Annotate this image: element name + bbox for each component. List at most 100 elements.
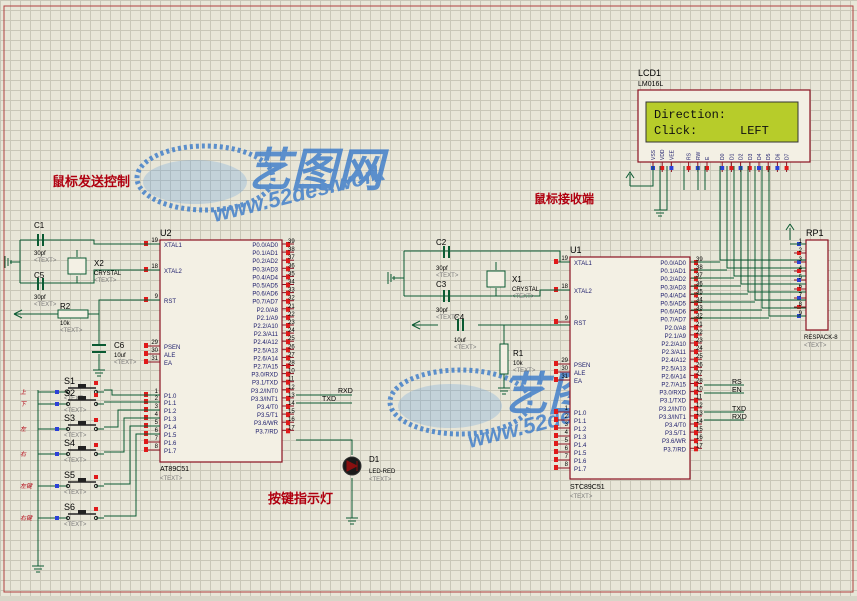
c1-capacitor[interactable]: C1 30pf <TEXT> [34, 221, 57, 264]
c4-capacitor[interactable]: C4 10uf <TEXT> [454, 313, 477, 351]
rp1-pin-1[interactable]: 1 [794, 239, 806, 246]
rp1-pin-7[interactable]: 7 [794, 293, 806, 300]
lcd1-pin-rs[interactable]: RS [686, 152, 693, 172]
r1-resistor[interactable]: R1 10k <TEXT> [499, 343, 536, 375]
r2-resistor[interactable]: R2 10k <TEXT> [57, 302, 89, 334]
d1-led[interactable]: D1 LED-RED <TEXT> [342, 455, 396, 483]
rp1-pin-9[interactable]: 9 [794, 311, 806, 318]
u1-pin-3[interactable]: 3P1.2 [554, 422, 587, 433]
lcd1-pin-vdd[interactable]: VDD [660, 149, 666, 172]
switch-s1[interactable]: S1<TEXT>上 [20, 376, 104, 402]
lcd1-pin-d2[interactable]: D2 [738, 153, 745, 172]
switch-s6[interactable]: S6<TEXT>右键 [20, 502, 104, 528]
lcd1-pin-vss[interactable]: VSS [651, 149, 657, 172]
x1-crystal[interactable]: X1 CRYSTAL <TEXT> [486, 270, 540, 300]
rp1-pin-8[interactable]: 8 [794, 302, 806, 309]
c3-capacitor[interactable]: C3 30pf <TEXT> [436, 280, 459, 321]
c2-capacitor[interactable]: C2 30pf <TEXT> [436, 238, 459, 279]
rp1-pin-6[interactable]: 6 [794, 284, 806, 291]
rp1-pin-2[interactable]: 2 [794, 248, 806, 255]
lcd1-pin-d6[interactable]: D6 [775, 153, 781, 172]
u1-pin-2[interactable]: 2P1.1 [554, 414, 587, 425]
u1-pin-4[interactable]: 4P1.3 [554, 430, 587, 441]
lcd1-pin-d4[interactable]: D4 [757, 153, 763, 172]
switch-s2[interactable]: S2<TEXT>下 [20, 388, 104, 414]
u1-pin-5[interactable]: 5P1.4 [554, 438, 587, 449]
lcd1-pin-d0[interactable]: D0 [720, 153, 726, 172]
lcd1-pin-vee[interactable]: VEE [669, 149, 675, 172]
u1-chip[interactable]: U1 STC89C51 <TEXT> 19XTAL118XTAL29RST29P… [554, 245, 703, 500]
u1-pin-1[interactable]: 1P1.0 [554, 406, 587, 417]
u2-chip[interactable]: U2 AT89C51 <TEXT> 19XTAL118XTAL29RST29PS… [144, 228, 295, 482]
lcd1-pin-d1[interactable]: D1 [729, 153, 735, 172]
rp1-pin-4[interactable]: 4 [794, 266, 806, 273]
rp1-pin-5[interactable]: 5 [794, 275, 806, 282]
u1-pin-6[interactable]: 6P1.5 [554, 446, 587, 457]
switch-s3[interactable]: S3<TEXT>左 [20, 413, 104, 439]
x2-crystal[interactable]: X2 CRYSTAL <TEXT> [67, 257, 122, 284]
switch-s5[interactable]: S5<TEXT>左键 [20, 470, 104, 496]
u2-pin-8[interactable]: 8P1.7 [144, 444, 177, 455]
c5-capacitor[interactable]: C5 30pf <TEXT> [34, 271, 57, 308]
u1-pin-7[interactable]: 7P1.6 [554, 454, 587, 465]
switch-s4[interactable]: S4<TEXT>右 [20, 438, 104, 464]
lcd1-pin-d5[interactable]: D5 [766, 153, 772, 172]
u1-pin-8[interactable]: 8P1.7 [554, 462, 587, 473]
lcd1-pin-d7[interactable]: D7 [784, 153, 791, 172]
u2-pin-7[interactable]: 7P1.6 [144, 436, 177, 447]
lcd1-pin-d3[interactable]: D3 [747, 153, 754, 172]
lcd1-pin-e[interactable]: E [705, 156, 711, 172]
